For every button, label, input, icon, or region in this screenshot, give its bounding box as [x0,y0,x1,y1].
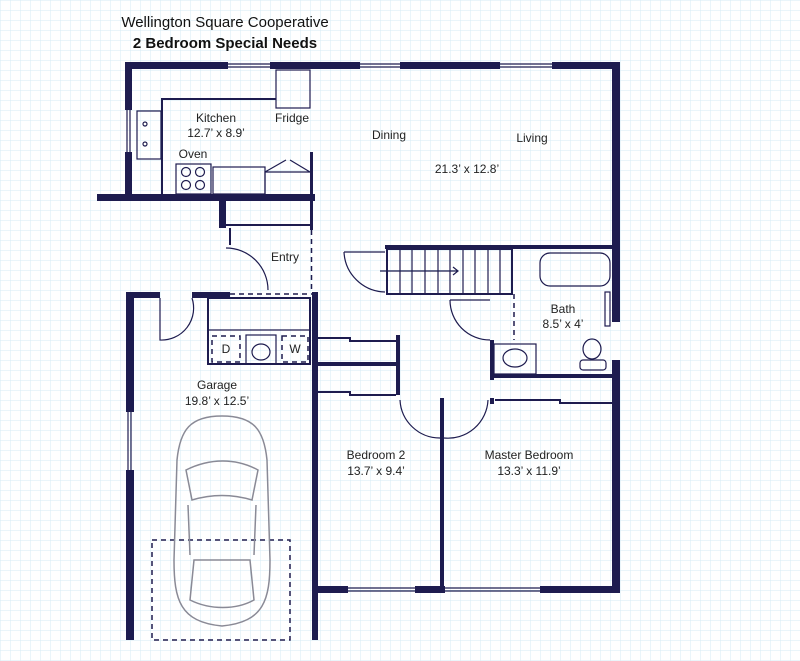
bath-sink-icon [493,343,537,375]
plan-title: Wellington Square Cooperative [121,14,328,31]
toilet-icon [582,338,602,360]
laundry [207,297,311,365]
staircase [380,248,515,340]
car-icon [151,415,291,641]
bedroom2-size: 13.7’ x 9.4’ [347,464,405,478]
garage-label: Garage [197,378,237,392]
bedroom2-label: Bedroom 2 [347,448,406,462]
fridge-icon [275,69,311,109]
fridge-label: Fridge [275,111,309,125]
bath-size: 8.5’ x 4’ [543,317,584,331]
sink-icon [136,110,162,160]
dining-label: Dining [372,128,406,142]
master-bedroom-label: Master Bedroom [485,448,574,462]
kitchen-size: 12.7’ x 8.9’ [187,126,245,140]
bath-fixtures [493,252,611,375]
oven-icon [175,163,212,195]
entry-label: Entry [271,250,299,264]
dryer-label: D [222,342,231,356]
plan-subtitle: 2 Bedroom Special Needs [133,35,317,52]
living-size: 21.3’ x 12.8’ [435,162,499,176]
room-labels: Kitchen 12.7’ x 8.9’ Fridge Oven Dining … [179,111,584,478]
kitchen-fixtures [136,69,311,198]
garage-size: 19.8’ x 12.5’ [185,394,249,408]
doors [159,247,491,439]
walls [97,62,620,640]
master-bedroom-size: 13.3’ x 11.9’ [497,464,560,478]
washer-label: W [289,342,301,356]
kitchen-label: Kitchen [196,111,236,125]
living-label: Living [516,131,547,145]
bath-label: Bath [551,302,576,316]
oven-label: Oven [179,147,208,161]
bathtub-icon [539,252,611,287]
